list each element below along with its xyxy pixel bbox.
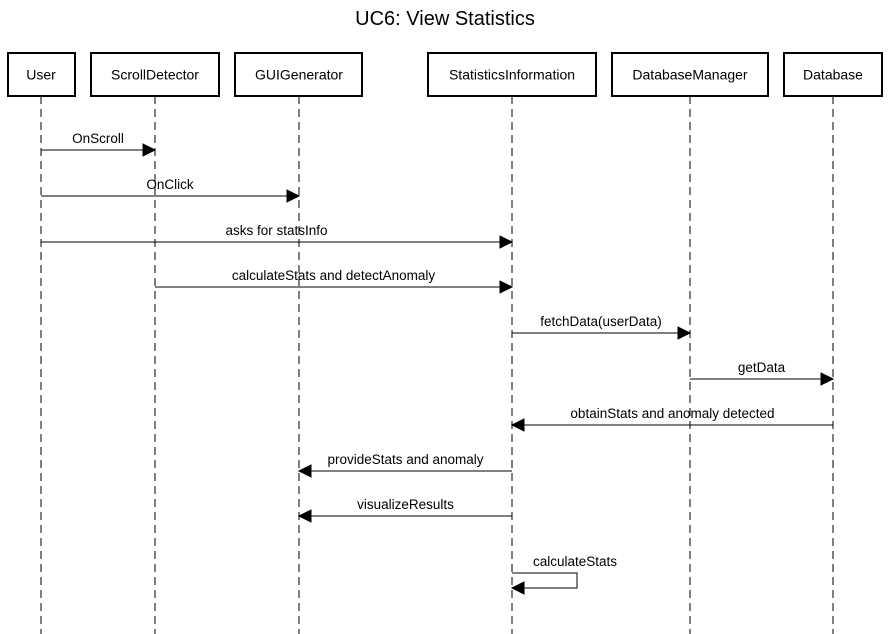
actor-label: DatabaseManager <box>632 67 748 83</box>
message-label: calculateStats and detectAnomaly <box>232 268 436 283</box>
self-call-line <box>512 572 578 589</box>
message-8: provideStats and anomaly <box>297 452 512 478</box>
message-label: provideStats and anomaly <box>327 452 483 467</box>
actor-dbm: DatabaseManager <box>611 52 769 97</box>
message-7: obtainStats and anomaly detected <box>510 406 833 432</box>
message-2: OnClick <box>41 177 301 203</box>
message-label: visualizeResults <box>357 497 454 512</box>
message-label: fetchData(userData) <box>540 314 662 329</box>
message-6: getData <box>690 360 835 386</box>
message-9: visualizeResults <box>297 497 512 523</box>
arrow-head <box>297 464 312 478</box>
message-10: calculateStats <box>510 554 617 595</box>
actor-box <box>90 52 220 97</box>
message-label: OnClick <box>146 177 194 192</box>
message-1: OnScroll <box>41 131 157 157</box>
actor-box <box>427 52 597 97</box>
actor-box <box>611 52 769 97</box>
actor-scroll: ScrollDetector <box>90 52 220 97</box>
message-label: OnScroll <box>72 131 124 146</box>
actor-label: User <box>26 67 56 83</box>
message-5: fetchData(userData) <box>512 314 692 340</box>
message-label: getData <box>738 360 786 375</box>
actor-box <box>7 52 76 97</box>
actor-gui: GUIGenerator <box>234 52 363 97</box>
message-3: asks for statsInfo <box>41 223 514 249</box>
actor-box <box>234 52 363 97</box>
arrow-head <box>499 280 514 294</box>
message-label: calculateStats <box>533 554 617 569</box>
lifelines <box>40 96 834 634</box>
actor-stats: StatisticsInformation <box>427 52 597 97</box>
actor-user: User <box>7 52 76 97</box>
arrow-head <box>510 418 525 432</box>
message-label: obtainStats and anomaly detected <box>570 406 774 421</box>
actor-label: ScrollDetector <box>111 67 199 83</box>
arrow-head <box>510 581 525 595</box>
actor-box <box>783 52 883 97</box>
actor-label: Database <box>803 67 863 83</box>
arrow-head <box>499 235 514 249</box>
actor-label: StatisticsInformation <box>449 67 575 83</box>
diagram-title: UC6: View Statistics <box>355 8 535 30</box>
arrow-head <box>142 143 157 157</box>
actors: User ScrollDetector GUIGenerator Statistics… <box>7 52 883 97</box>
actor-db: Database <box>783 52 883 97</box>
arrow-head <box>820 372 835 386</box>
message-label: asks for statsInfo <box>225 223 327 238</box>
actor-label: GUIGenerator <box>255 67 343 83</box>
message-4: calculateStats and detectAnomaly <box>155 268 514 294</box>
arrow-head <box>677 326 692 340</box>
arrow-head <box>286 189 301 203</box>
arrow-head <box>297 509 312 523</box>
